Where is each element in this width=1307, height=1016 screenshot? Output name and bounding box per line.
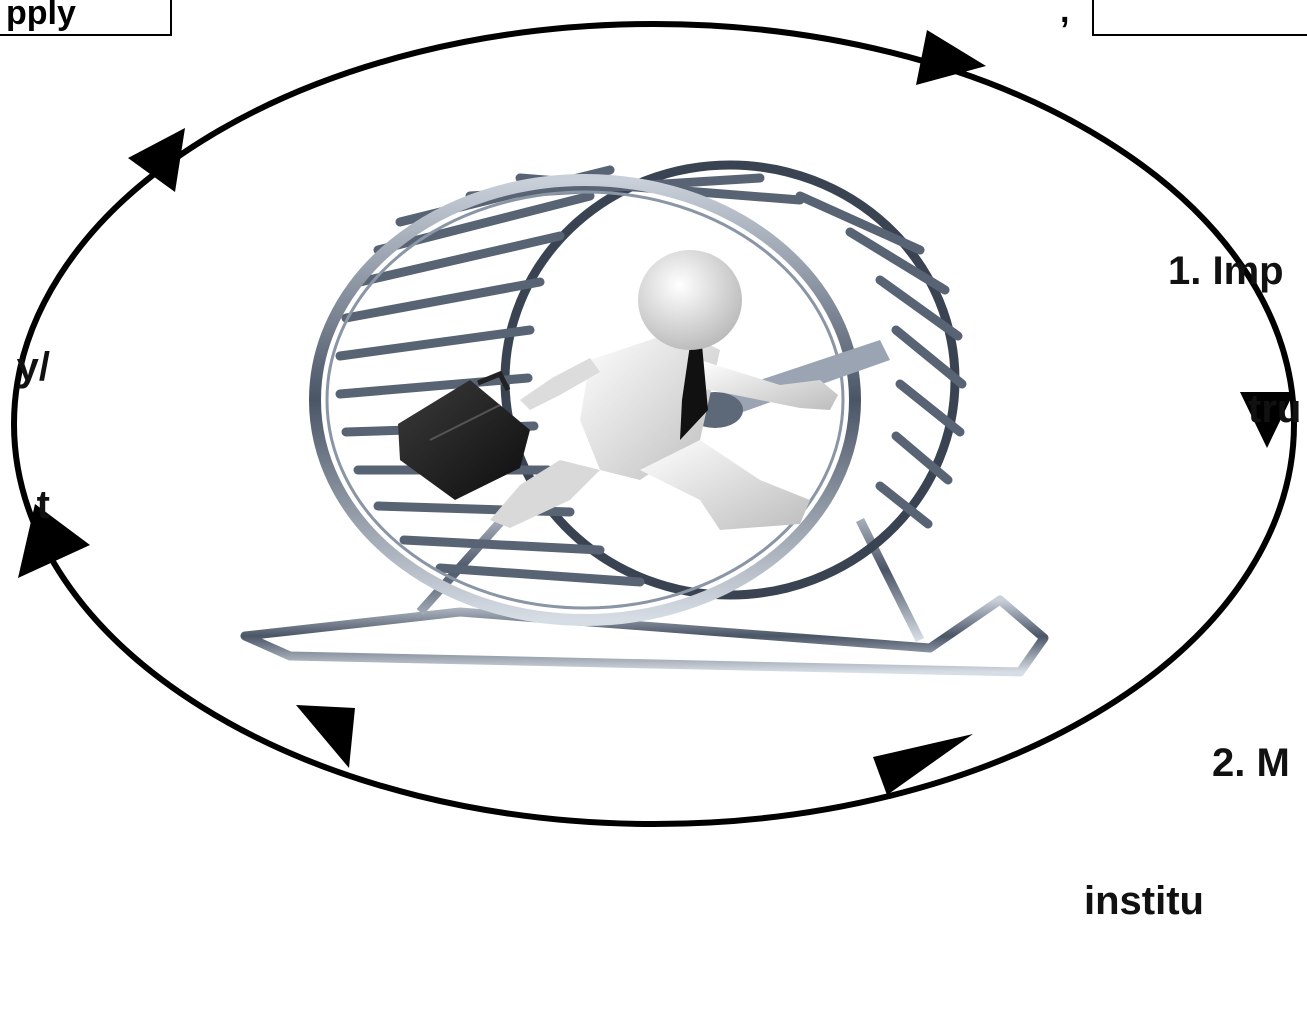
left-label: y/ t <box>0 252 50 620</box>
hamster-wheel-illustration <box>245 165 1044 672</box>
cycle-diagram: pply , <box>0 0 1307 848</box>
right-label-2-line-1: 2. M <box>1084 740 1290 786</box>
stray-mark: , <box>1060 0 1069 30</box>
right-label-1: 1. Imp tru <box>1168 156 1301 524</box>
left-label-line-1: y/ <box>0 344 50 390</box>
right-label-2: 2. M institu <box>1084 648 1290 1016</box>
right-label-1-line-2: tru <box>1168 386 1301 432</box>
right-label-1-line-1: 1. Imp <box>1168 248 1301 294</box>
right-label-2-line-2: institu <box>1084 878 1290 924</box>
arrow-top-left <box>128 128 185 192</box>
left-label-line-2: t <box>0 482 50 528</box>
